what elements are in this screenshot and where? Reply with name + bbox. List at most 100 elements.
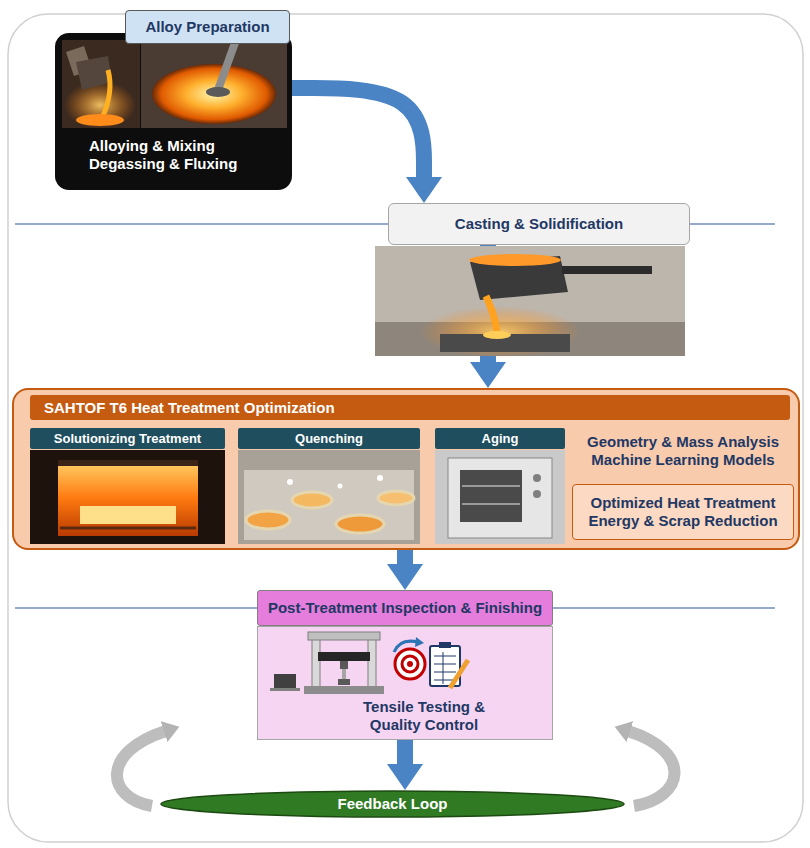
casting-photo xyxy=(486,296,497,334)
quenching-photo xyxy=(292,492,332,508)
pouring-photo xyxy=(62,40,140,128)
node-text: Alloy Preparation xyxy=(145,18,269,36)
step-label: Aging xyxy=(435,428,565,450)
node-text: Aging xyxy=(482,431,519,447)
node-text: Quenching xyxy=(295,431,363,447)
feedback-arrow xyxy=(117,731,166,806)
tensile-tester xyxy=(340,661,348,669)
aging-oven-photo xyxy=(533,490,541,498)
casting-photo xyxy=(375,322,685,356)
pouring-photo xyxy=(102,70,110,118)
flow-arrow xyxy=(480,245,496,362)
casting-photo xyxy=(470,256,568,300)
clipboard-icon xyxy=(434,680,456,681)
clipboard-icon xyxy=(443,652,444,684)
furnace-photo xyxy=(58,460,198,536)
furnace-photo xyxy=(30,450,225,544)
tensile-tester xyxy=(368,636,376,688)
quenching-photo xyxy=(238,450,420,544)
target-icon xyxy=(394,641,418,652)
furnace-photo xyxy=(58,460,198,466)
quenching-photo xyxy=(246,511,290,529)
aging-oven-photo xyxy=(448,458,552,538)
process-box: Casting & Solidification xyxy=(388,203,690,245)
target-icon xyxy=(402,656,418,672)
molten-bath-photo xyxy=(152,64,276,124)
target-icon xyxy=(395,649,425,679)
molten-bath-photo xyxy=(206,87,230,97)
target-icon xyxy=(415,637,424,647)
molten-bath-photo xyxy=(218,40,236,90)
furnace-photo xyxy=(80,506,176,524)
clipboard-icon xyxy=(450,660,468,688)
clipboard-icon xyxy=(430,646,460,686)
casting-photo xyxy=(375,246,685,358)
clipboard-icon xyxy=(434,672,456,673)
feedback-arrow xyxy=(117,731,675,806)
stage-label: Alloy Preparation xyxy=(125,10,290,44)
stage-panel: Alloying & Mixing Degassing & Fluxing xyxy=(55,33,292,190)
pouring-photo xyxy=(76,56,112,90)
feedback-ellipse: Feedback Loop xyxy=(160,790,625,818)
clipboard-icon xyxy=(434,656,456,657)
clipboard-icon xyxy=(430,642,468,688)
node-text: Tensile Testing & Quality Control xyxy=(344,698,504,734)
method-note: Geometry & Mass Analysis Machine Learnin… xyxy=(572,426,794,476)
node-text: Casting & Solidification xyxy=(455,215,623,233)
pouring-photo xyxy=(76,114,124,126)
molten-bath-photo xyxy=(141,40,287,128)
tensile-tester xyxy=(338,679,350,685)
inspection-panel: Tensile Testing & Quality Control xyxy=(257,626,553,740)
quenching-photo xyxy=(238,450,420,544)
node-text: Post-Treatment Inspection & Finishing xyxy=(268,599,542,617)
quenching-photo xyxy=(244,470,414,540)
casting-photo xyxy=(562,266,652,274)
flow-arrow xyxy=(397,550,413,564)
target-icon xyxy=(407,661,413,667)
outer-frame xyxy=(8,14,803,842)
flow-arrow xyxy=(292,88,424,177)
aging-oven-photo xyxy=(462,503,520,505)
furnace-photo xyxy=(60,527,196,530)
divider-line xyxy=(15,223,388,224)
quenching-photo xyxy=(336,515,384,533)
casting-photo xyxy=(469,254,561,266)
step-label: Quenching xyxy=(238,428,420,450)
node-text: Optimized Heat Treatment Energy & Scrap … xyxy=(579,494,788,530)
treatment-panel: SAHTOF T6 Heat Treatment OptimizationSol… xyxy=(12,388,800,550)
pouring-photo xyxy=(64,81,136,129)
pouring-photo xyxy=(66,46,92,76)
casting-photo xyxy=(440,334,570,352)
node-text: Geometry & Mass Analysis Machine Learnin… xyxy=(577,433,789,469)
quenching-photo xyxy=(338,484,343,489)
pouring-photo xyxy=(62,40,140,129)
divider-line xyxy=(15,607,257,608)
node-text: Solutionizing Treatment xyxy=(54,431,201,447)
aging-oven-photo xyxy=(460,470,522,522)
panel-heading: SAHTOF T6 Heat Treatment Optimization xyxy=(30,395,790,420)
tensile-tester xyxy=(308,632,380,640)
quenching-photo xyxy=(377,475,383,481)
tensile-tester xyxy=(304,686,384,694)
aging-oven-photo xyxy=(533,474,541,482)
casting-photo xyxy=(483,331,511,339)
tensile-tester xyxy=(342,669,346,679)
tensile-tester xyxy=(318,652,370,661)
process-box: Post-Treatment Inspection & Finishing xyxy=(257,590,553,626)
step-label: Solutionizing Treatment xyxy=(30,428,225,450)
clipboard-icon xyxy=(434,664,456,665)
casting-photo xyxy=(375,246,685,356)
laptop xyxy=(274,674,296,688)
tensile-tester xyxy=(312,636,320,688)
furnace-photo xyxy=(30,450,225,544)
molten-bath-photo xyxy=(141,40,287,128)
tensile-tester xyxy=(304,632,384,694)
outcome-box: Optimized Heat Treatment Energy & Scrap … xyxy=(572,484,794,540)
node-text: Feedback Loop xyxy=(337,795,447,813)
casting-photo xyxy=(420,306,580,358)
flow-arrow xyxy=(397,740,413,764)
clipboard-icon xyxy=(439,642,451,648)
aging-oven-photo xyxy=(462,485,520,487)
aging-oven-photo xyxy=(435,450,565,544)
